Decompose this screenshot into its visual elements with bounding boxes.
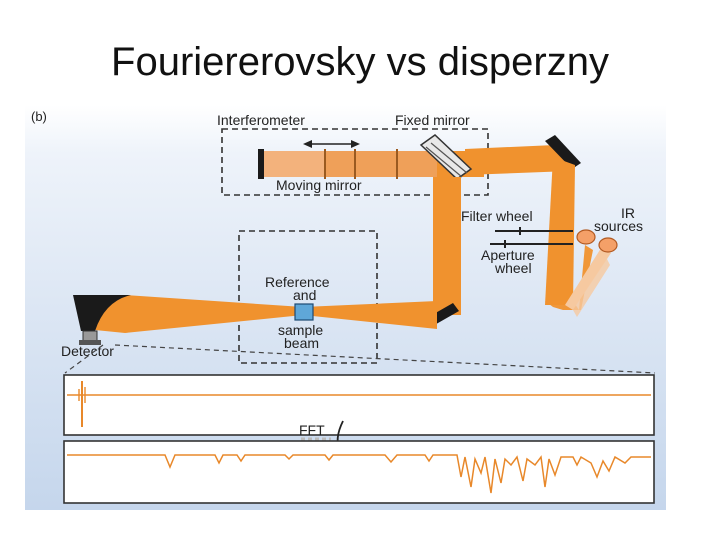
beam-to-top-right-mirror <box>465 145 570 175</box>
interferogram-panel <box>63 374 655 436</box>
aperture-wheel-label-line1: Aperture <box>481 247 535 263</box>
interferometer-label: Interferometer <box>217 112 305 128</box>
ir-source-lamp <box>598 237 618 253</box>
ir-sources-label-line1: IR <box>621 205 635 221</box>
fft-label: FFT <box>299 422 325 438</box>
spectrum-trace <box>67 454 651 494</box>
moving-mirror-beam-overlay <box>325 151 438 177</box>
reference-label-line2: and <box>293 287 316 303</box>
moving-mirror <box>258 149 264 179</box>
detector-mirror <box>73 295 131 331</box>
fixed-mirror-label: Fixed mirror <box>395 112 470 128</box>
aperture-wheel-label-line2: wheel <box>494 260 532 276</box>
beam-down-from-splitter <box>433 177 461 315</box>
aperture-wheel <box>490 240 573 248</box>
top-right-mirror <box>545 135 581 169</box>
panel-tag: (b) <box>31 109 47 124</box>
sample-cell <box>294 303 314 321</box>
beamsplitter <box>419 134 473 180</box>
detector <box>82 330 98 342</box>
sample-beam-label-line1: sample <box>278 322 323 338</box>
reference-label-line1: Reference <box>265 274 330 290</box>
filter-wheel <box>495 227 573 235</box>
interferogram-trace <box>67 381 651 427</box>
ftir-diagram: (b) <box>25 105 666 510</box>
beam-through-sample <box>85 295 437 333</box>
leader-line-right <box>114 344 656 374</box>
double-arrow-icon <box>303 140 360 148</box>
sample-compartment-box <box>238 230 378 364</box>
filter-wheel-label: Filter wheel <box>461 208 533 224</box>
sample-beam-label-line2: beam <box>284 335 319 351</box>
moving-mirror-label: Moving mirror <box>276 177 362 193</box>
ir-source-beam-2 <box>573 255 610 317</box>
spectrum-panel <box>63 440 655 504</box>
detector-base <box>79 340 101 345</box>
interferometer-box <box>221 128 489 196</box>
ir-sources-label-line2: sources <box>594 218 643 234</box>
ir-source-lamp <box>576 229 596 245</box>
slide-title: Fouriererovsky vs disperzny <box>111 40 609 84</box>
ir-source-beam <box>565 245 611 310</box>
leader-line-left <box>64 344 104 374</box>
